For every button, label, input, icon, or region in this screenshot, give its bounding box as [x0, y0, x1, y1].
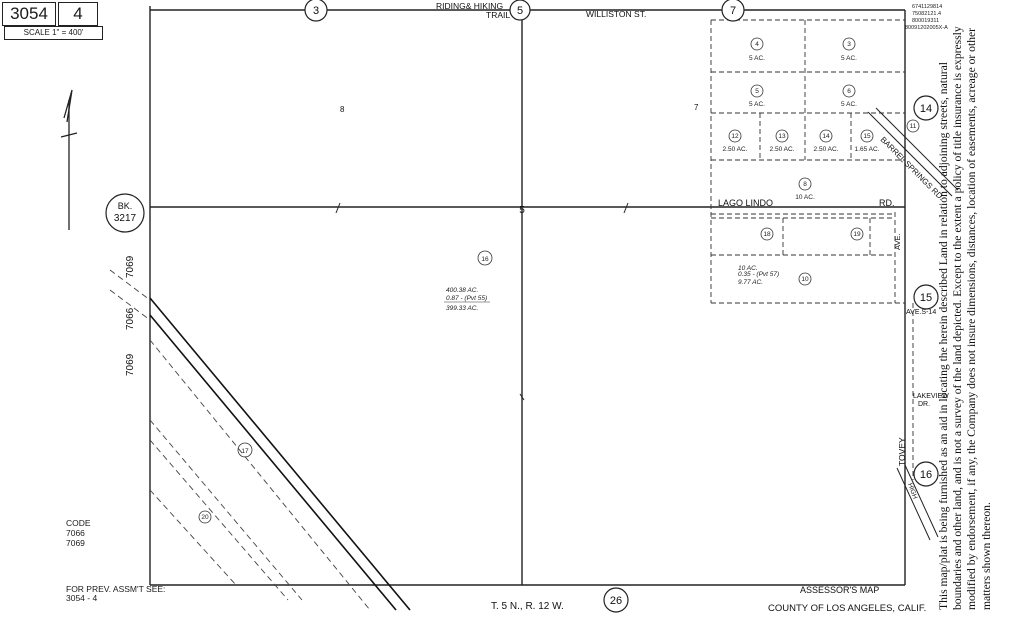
- map-center-number: 5: [519, 205, 525, 216]
- parcel-16-note-3: 399.33 AC.: [446, 305, 478, 312]
- code-block-2: 7069: [66, 538, 85, 548]
- williston-street-label: WILLISTON ST.: [586, 9, 646, 19]
- parcel-11-number: 11: [910, 123, 917, 130]
- book-ref-number: 3217: [114, 213, 137, 224]
- parcel-6-area: 5 AC.: [841, 101, 857, 108]
- parcel-10-number: 10: [801, 276, 809, 283]
- line-ticks: [335, 202, 629, 401]
- parcel-18-number: 18: [763, 231, 771, 238]
- parcel-3-area: 5 AC.: [841, 55, 857, 62]
- section-8-number: 8: [340, 105, 345, 114]
- parcel-14-area: 2.50 AC.: [814, 146, 839, 153]
- parcel-circles: [198, 37, 920, 524]
- trail-label: RIDING& HIKING: [436, 1, 503, 11]
- parcel-20-number: 20: [201, 514, 209, 521]
- section-circle-3: 3: [313, 5, 319, 17]
- parcel-13-area: 2.50 AC.: [770, 146, 795, 153]
- prev-assessment-line-2: 3054 - 4: [66, 593, 98, 603]
- lago-lindo-rd-label: RD.: [879, 198, 895, 208]
- scale-label: SCALE 1" = 400': [4, 26, 103, 40]
- parcel-10-area: 9.77 AC.: [738, 279, 763, 286]
- section-circle-15: 15: [920, 292, 932, 304]
- section-circle-26: 26: [610, 595, 622, 607]
- assessor-map-label: ASSESSOR'S MAP: [800, 585, 879, 595]
- right-of-way-lines: [109, 269, 371, 611]
- lower-right-road: [896, 464, 939, 541]
- code-label-bottom: 7069: [125, 353, 136, 376]
- code-block-1: 7066: [66, 528, 85, 538]
- lago-lindo-label: LAGO LINDO: [718, 198, 773, 208]
- parcel-16-note-2: 0.87 - (Pvt 55): [446, 295, 487, 302]
- parcel-15-area: 1.65 AC.: [855, 146, 880, 153]
- parcel-12-area: 2.50 AC.: [723, 146, 748, 153]
- book-number-box: 3054: [2, 2, 56, 26]
- lakeview-label: LAKEVIEW: [913, 393, 949, 400]
- parcel-19-number: 19: [853, 231, 861, 238]
- section-circle-7: 7: [730, 5, 736, 17]
- tovey-label: TOVEY: [897, 437, 907, 466]
- prev-assessment-line-1: FOR PREV. ASSM'T SEE:: [66, 584, 166, 594]
- code-block-label: CODE: [66, 518, 91, 528]
- code-label-top: 7069: [125, 255, 136, 278]
- parcel-5-area: 5 AC.: [749, 101, 765, 108]
- subdivision-lines: [710, 19, 914, 480]
- parcel-15-number: 15: [863, 133, 871, 140]
- lakeview-dr-label: DR.: [918, 401, 930, 408]
- section-circle-16: 16: [920, 469, 932, 481]
- page-number: 4: [73, 4, 83, 23]
- parcel-3-number: 3: [847, 41, 851, 48]
- parcel-12-number: 12: [731, 133, 739, 140]
- barrel-springs-label: BARREL SPRINGS RD.: [879, 135, 946, 202]
- ave-s14-label: AVE.S-14: [906, 309, 936, 316]
- parcel-16-number: 16: [481, 256, 489, 263]
- trail-label-2: TRAIL: [486, 10, 510, 20]
- section-circle-14: 14: [920, 103, 932, 115]
- parcel-8-area: 10 AC.: [795, 194, 815, 201]
- parcel-10-note-1: 10 AC.: [738, 265, 758, 272]
- parcel-16-note-1: 400.38 AC.: [446, 287, 478, 294]
- north-arrow: [60, 89, 78, 230]
- section-circle-5: 5: [517, 5, 523, 17]
- parcel-13-number: 13: [778, 133, 786, 140]
- parcel-4-area: 5 AC.: [749, 55, 765, 62]
- section-boundaries: [149, 6, 906, 586]
- disclaimer-text: This map/plat is being furnished as an a…: [937, 26, 993, 610]
- code-label-middle: 7066: [125, 307, 136, 330]
- tr-code-4: 80091202005X-A: [905, 25, 948, 31]
- county-label: COUNTY OF LOS ANGELES, CALIF.: [768, 603, 926, 614]
- book-number: 3054: [10, 4, 48, 23]
- barrel-springs-road: [867, 107, 959, 197]
- parcel-14-number: 14: [822, 133, 830, 140]
- tr-code-1: 6741129814: [912, 4, 942, 10]
- section-7-number: 7: [694, 103, 699, 112]
- parcel-6-number: 6: [847, 88, 851, 95]
- code-block: CODE 7066 7069: [66, 518, 91, 548]
- section-circles: [105, 0, 939, 613]
- parcel-17-number: 17: [241, 448, 249, 455]
- tr-code-3: 800019311: [912, 18, 939, 24]
- parcel-4-number: 4: [755, 41, 759, 48]
- page-number-box: 4: [58, 2, 98, 26]
- tr-code-2: 75082121.4: [912, 11, 941, 17]
- parcel-8-number: 8: [803, 181, 807, 188]
- prev-assessment-note: FOR PREV. ASSM'T SEE: 3054 - 4: [66, 585, 165, 603]
- book-ref-label: BK.: [118, 201, 133, 211]
- ave-label: AVE.: [893, 233, 902, 250]
- parcel-5-number: 5: [755, 88, 759, 95]
- aqueduct-lines: [149, 297, 411, 611]
- township-label: T. 5 N., R. 12 W.: [491, 601, 564, 612]
- parcel-10-note-2: 0.35 - (Pvt 57): [738, 271, 779, 278]
